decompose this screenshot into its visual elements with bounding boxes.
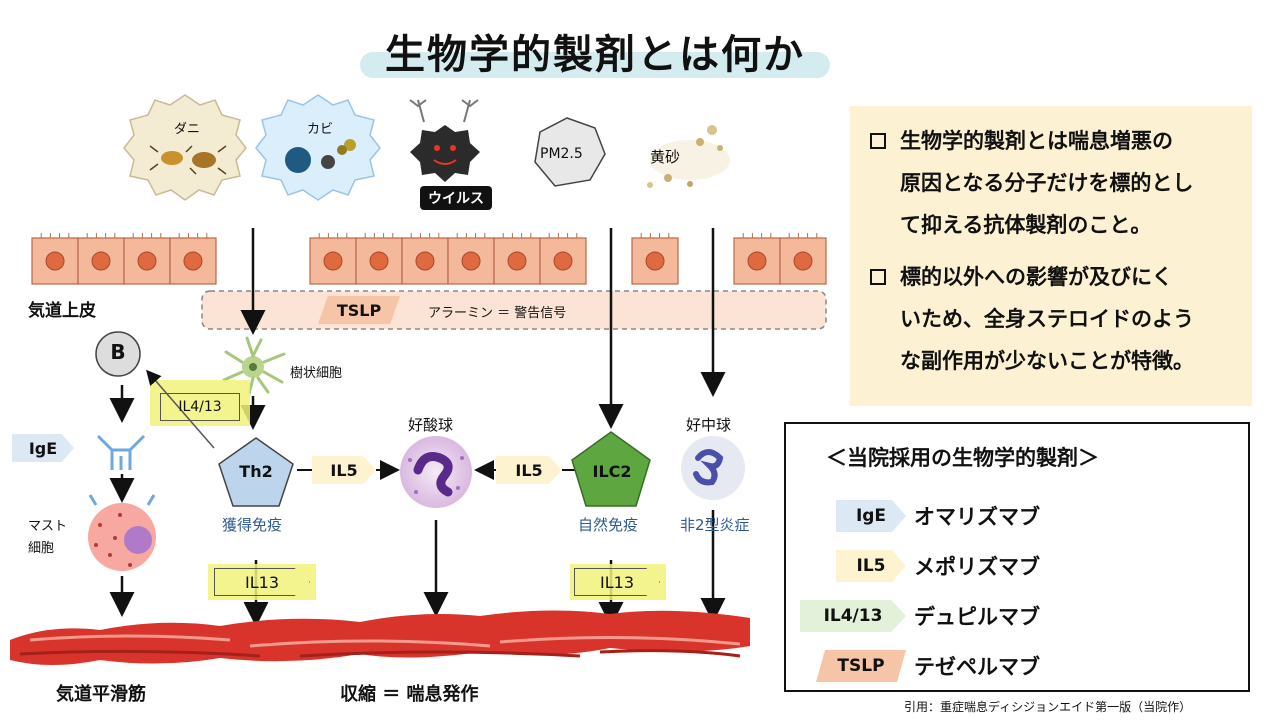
drug-name-tezepelumab: テゼペルマブ (914, 655, 1040, 679)
mold-label: カビ (307, 122, 334, 137)
neutrophil-label: 好中球 (686, 416, 732, 434)
drug-row-il413: IL4/13 デュピルマブ (800, 600, 1040, 632)
th2-cell (218, 437, 294, 507)
mast-cell-label: マスト 細胞 (28, 519, 68, 556)
mite-label: ダニ (174, 122, 201, 137)
virus-icon (409, 99, 492, 210)
mold-icon (255, 94, 381, 201)
title-underline (360, 52, 830, 78)
drug-name-omalizumab: オマリズマブ (914, 505, 1040, 529)
epithelial-nucleus (553, 251, 573, 271)
dendritic-cell-label: 樹状細胞 (290, 366, 343, 381)
drug-tag-ige: IgE (836, 500, 906, 532)
il413-tag: IL4/13 (160, 393, 240, 421)
drug-name-mepolizumab: メポリズマブ (914, 555, 1040, 579)
drug-row-tslp: TSLP テゼペルマブ (816, 650, 1040, 682)
smooth-muscle-label: 気道平滑筋 (56, 684, 146, 705)
info-box: 生物学的製剤とは喘息増悪の 原因となる分子だけを標的とし て抑える抗体製剤のこと… (850, 106, 1252, 406)
checkbox-square-icon (870, 133, 886, 149)
drug-list-box: ＜当院採用の生物学的製剤＞ IgE オマリズマブ IL5 メポリズマブ IL4/… (784, 422, 1250, 692)
mite-icon (123, 94, 247, 201)
drug-tag-tslp: TSLP (816, 650, 906, 682)
drug-row-ige: IgE オマリズマブ (836, 500, 1040, 532)
ige-tag: IgE (12, 434, 74, 462)
eosinophil-icon (400, 436, 472, 508)
drug-row-il5: IL5 メポリズマブ (836, 550, 1040, 582)
epithelial-nucleus (91, 251, 111, 271)
smooth-muscle-band (10, 610, 750, 665)
info-item-1: 生物学的製剤とは喘息増悪の 原因となる分子だけを標的とし て抑える抗体製剤のこと… (864, 120, 1238, 246)
ilc2-sub-label: 自然免疫 (578, 516, 639, 534)
drug-tag-il413: IL4/13 (800, 600, 906, 632)
yellow-sand-label: 黄砂 (650, 148, 681, 166)
eosinophil-label: 好酸球 (408, 416, 454, 434)
epithelial-nucleus (415, 251, 435, 271)
neutrophil-sub-label: 非2型炎症 (680, 516, 750, 534)
checkbox-square-icon (870, 269, 886, 285)
yellow-sand-icon (647, 125, 730, 188)
th2-label: Th2 (239, 462, 273, 481)
pm25-heptagon (534, 117, 606, 187)
epithelial-nucleus (793, 251, 813, 271)
b-cell-label: B (110, 340, 126, 364)
il5-right-tag: IL5 (496, 456, 562, 484)
contraction-label: 収縮 ＝ 喘息発作 (340, 684, 479, 705)
epithelium-cells (31, 233, 827, 285)
ilc2-cell (571, 431, 651, 507)
title-block: 生物学的製剤とは何か (360, 14, 830, 84)
epithelial-nucleus (137, 251, 157, 271)
ilc2-label: ILC2 (592, 462, 632, 481)
mast-cell-icon (88, 494, 156, 571)
epithelial-nucleus (323, 251, 343, 271)
epithelial-nucleus (183, 251, 203, 271)
il5-left-tag: IL5 (312, 456, 376, 484)
drug-name-dupilumab: デュピルマブ (914, 605, 1040, 629)
epithelial-nucleus (461, 251, 481, 271)
info-item-2: 標的以外への影響が及びにく いため、全身ステロイドのよう な副作用が少ないことが… (864, 256, 1238, 382)
epithelium-label: 気道上皮 (28, 301, 96, 321)
citation: 引用：重症喘息ディシジョンエイド第一版（当院作） (904, 700, 1192, 714)
th2-sub-label: 獲得免疫 (222, 516, 283, 534)
dendritic-cell-icon (222, 336, 286, 396)
drug-list-title: ＜当院採用の生物学的製剤＞ (826, 446, 1099, 470)
il13-left-tag: IL13 (214, 568, 310, 596)
epithelial-nucleus (645, 251, 665, 271)
b-cell (95, 331, 141, 377)
il13-right-tag: IL13 (574, 568, 660, 596)
ige-antibody-icon (96, 434, 146, 470)
neutrophil-icon (681, 436, 745, 500)
tslp-bar-text: アラーミン ＝ 警告信号 (428, 306, 567, 321)
pathway-diagram (10, 94, 827, 665)
epithelial-nucleus (747, 251, 767, 271)
epithelial-nucleus (369, 251, 389, 271)
epithelial-nucleus (45, 251, 65, 271)
tslp-tag: TSLP (318, 296, 400, 324)
epithelial-nucleus (507, 251, 527, 271)
virus-label: ウイルス (428, 191, 484, 207)
page-title: 生物学的製剤とは何か (385, 32, 805, 78)
drug-tag-il5: IL5 (836, 550, 906, 582)
pm25-label: PM2.5 (540, 146, 583, 162)
